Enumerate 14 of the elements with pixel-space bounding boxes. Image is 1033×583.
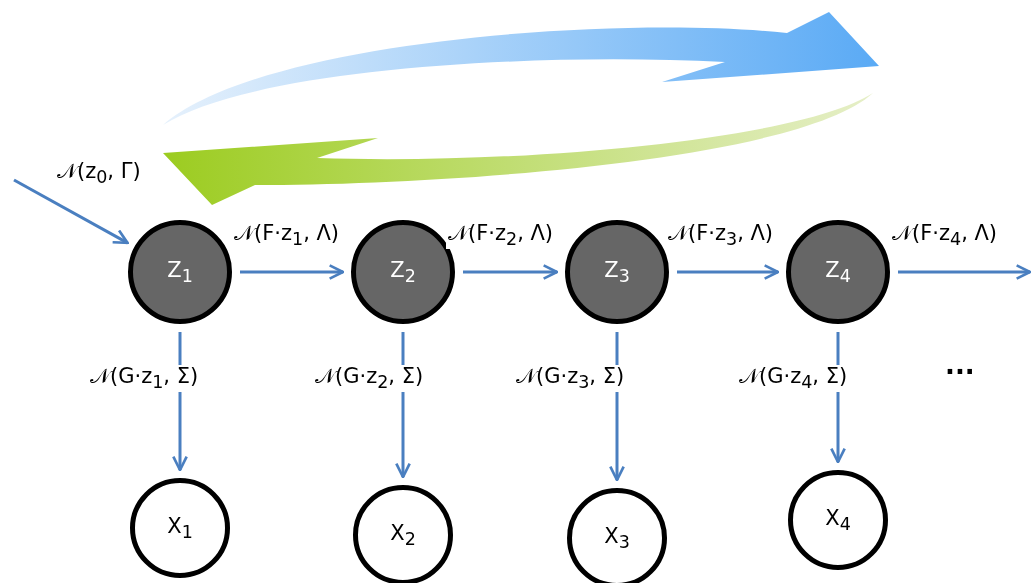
node-label: X$_{3}$ (604, 523, 630, 553)
node-label: Z$_{4}$ (825, 257, 851, 287)
node-label: Z$_{2}$ (390, 257, 416, 287)
node-label: Z$_{3}$ (604, 257, 630, 287)
arrow (240, 264, 345, 280)
ellipsis-label: ... (945, 350, 975, 380)
arrow (898, 264, 1032, 280)
node-label: X$_{1}$ (167, 513, 193, 543)
arrow (677, 264, 780, 280)
node-label: Z$_{1}$ (167, 257, 193, 287)
node-label: X$_{2}$ (390, 520, 416, 550)
arrow (13, 178, 129, 245)
arrow (463, 264, 559, 280)
node-label: X$_{4}$ (825, 505, 851, 535)
